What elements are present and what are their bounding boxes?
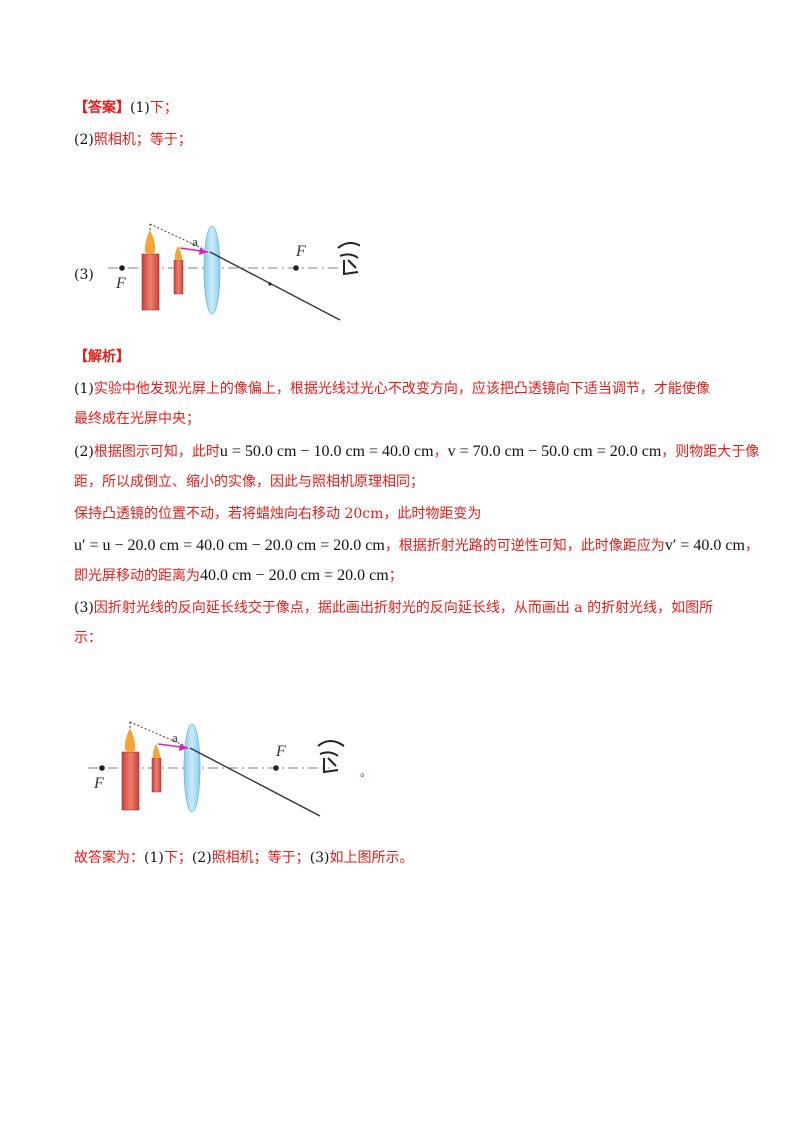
flame-image (144, 230, 156, 254)
analysis-text-1a: 实验中他发现光屏上的像偏上，根据光线过光心不改变方向，应该把凸透镜向下适当调节，… (93, 381, 710, 397)
equation-u: u = 50.0 cm − 10.0 cm = 40.0 cm (219, 443, 434, 460)
conclusion-num-3: (3) (309, 850, 330, 866)
analysis-num-2: (2) (74, 444, 94, 460)
label-f-left: F (115, 275, 126, 292)
flame-image (124, 728, 136, 752)
analysis-text-6a: 因折射光线的反向延长线交于像点，据此画出折射光的反向延长线，从而画出 a 的折射… (93, 600, 714, 616)
refracted-ray (209, 251, 341, 321)
answer-line-2: (2)照相机；等于； (74, 130, 192, 150)
convex-lens (203, 225, 221, 315)
focus-point-right (293, 265, 299, 271)
equation-v: v = 70.0 cm − 50.0 cm = 20.0 cm (447, 443, 662, 460)
ray-arrow (179, 744, 188, 751)
eye-icon (337, 242, 360, 276)
analysis-num-1: (1) (74, 381, 94, 397)
conclusion-text-2: 照相机；等于； (211, 850, 310, 866)
answer-num-1: (1) (130, 100, 150, 116)
analysis-line-6: (3)因折射光线的反向延长线交于像点，据此画出折射光的反向延长线，从而画出 a … (74, 598, 713, 618)
equation-v-prime: v′ = 40.0 cm (664, 537, 745, 554)
analysis-line-5: 即光屏移动的距离为40.0 cm − 20.0 cm = 20.0 cm； (74, 566, 403, 586)
candle-image (121, 751, 140, 811)
label-f-right: F (275, 743, 286, 760)
answer-text-2: 照相机；等于； (93, 132, 192, 148)
conclusion-text-1: 下； (163, 850, 192, 866)
candle-object (173, 259, 184, 295)
lens-diagram-analysis: F F a 。 (88, 721, 372, 817)
label-f-right: F (295, 243, 306, 260)
focus-point-right (273, 765, 279, 771)
focus-point-left (119, 265, 125, 271)
label-f-left: F (93, 775, 104, 792)
answer-line-1: 【答案】(1)下； (74, 98, 178, 118)
candle-object (151, 757, 162, 793)
answer-text-1: 下； (149, 100, 178, 116)
dotted-extension (129, 721, 191, 749)
analysis-text-6b: 示： (74, 630, 102, 646)
equation-u-prime: u′ = u − 20.0 cm = 40.0 cm − 20.0 cm = 2… (74, 537, 385, 554)
candle-image (141, 253, 160, 311)
analysis-text-5b: ； (388, 568, 403, 584)
label-a: a (192, 234, 198, 249)
analysis-text-4: ，根据折射光路的可逆性可知，此时像距应为 (384, 538, 665, 554)
flame-object (152, 744, 160, 759)
separator: ， (433, 444, 448, 460)
conclusion-prefix: 故答案为： (74, 850, 144, 866)
analysis-label: 【解析】 (74, 349, 130, 365)
answer-label: 【答案】 (74, 100, 130, 116)
ray-arrow (199, 248, 208, 255)
lens-diagram-answer: F F a (108, 223, 360, 321)
analysis-text-4b: ， (744, 538, 759, 554)
label-a: a (172, 730, 178, 745)
equation-distance: 40.0 cm − 20.0 cm = 20.0 cm (200, 567, 389, 584)
flame-object (174, 246, 182, 261)
eye-icon (317, 740, 345, 774)
answer-num-2: (2) (74, 132, 94, 148)
analysis-num-3: (3) (74, 600, 94, 616)
analysis-text-3: 保持凸透镜的位置不动，若将蜡烛向右移动 20cm，此时物距变为 (74, 506, 482, 522)
analysis-text-1b: 最终成在光屏中央； (74, 411, 200, 427)
conclusion-line: 故答案为：(1)下；(2)照相机；等于；(3)如上图所示。 (74, 848, 414, 868)
analysis-text-2c: 距，所以成倒立、缩小的实像，因此与照相机原理相同； (74, 474, 424, 490)
focus-point-left (99, 765, 105, 771)
analysis-text-5: 即光屏移动的距离为 (74, 568, 200, 584)
answer-num-3: (3) (74, 267, 94, 283)
refracted-ray (189, 747, 321, 817)
analysis-line-2: (2)根据图示可知，此时u = 50.0 cm − 10.0 cm = 40.0… (74, 442, 759, 462)
analysis-line-1: (1)实验中他发现光屏上的像偏上，根据光线过光心不改变方向，应该把凸透镜向下适当… (74, 379, 710, 399)
analysis-text-2b: ，则物距大于像 (661, 444, 760, 460)
convex-lens (183, 723, 201, 813)
conclusion-num-1: (1) (144, 850, 164, 866)
dotted-extension (149, 223, 211, 253)
conclusion-num-2: (2) (191, 850, 212, 866)
conclusion-text-3: 如上图所示。 (329, 850, 414, 866)
analysis-text-2a: 根据图示可知，此时 (93, 444, 220, 460)
trailing-period: 。 (360, 765, 372, 779)
analysis-line-4: u′ = u − 20.0 cm = 40.0 cm − 20.0 cm = 2… (74, 536, 759, 556)
